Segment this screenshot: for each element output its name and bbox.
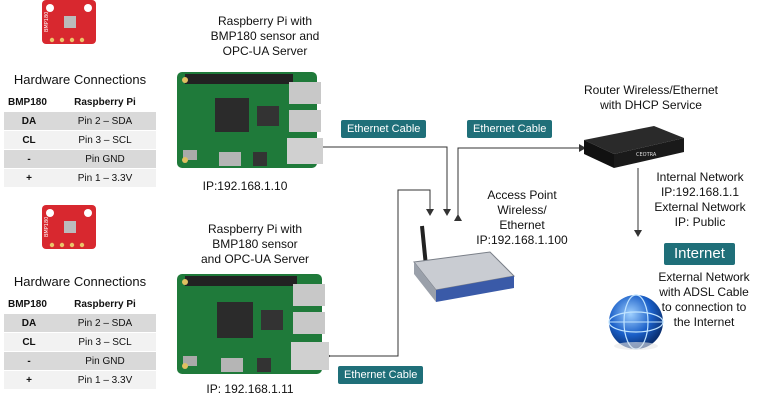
pi2-ip: IP: 192.168.1.11 <box>206 382 294 396</box>
table-cell: Pin 3 – SCL <box>54 130 156 150</box>
sensor-board-text: BMP180 <box>44 12 50 32</box>
table-cell: Pin GND <box>54 149 156 169</box>
sensor-board-text: BMP180 <box>44 217 50 237</box>
table-row: -Pin GND <box>4 149 156 169</box>
sensor-board-graphic: BMP180 <box>42 205 96 249</box>
hardware-connections-title-1: Hardware Connections <box>13 72 147 87</box>
table-row: +Pin 1 – 3.3V <box>4 370 156 389</box>
line-ap-router <box>454 144 586 221</box>
table-header: BMP180 <box>8 298 47 310</box>
line-pi2-ap <box>324 189 434 360</box>
access-point-device <box>410 222 516 306</box>
bmp180-sensor-board-2: BMP180 <box>38 205 100 253</box>
access-point-graphic <box>413 225 516 302</box>
ethernet-cable-label-3: Ethernet Cable <box>338 366 424 384</box>
table-row: +Pin 1 – 3.3V <box>4 168 156 187</box>
table-cell: CL <box>4 130 54 150</box>
table-cell: + <box>4 370 54 389</box>
ethernet-cable-label-1: Ethernet Cable <box>341 120 427 138</box>
raspberry-pi-graphic <box>177 274 329 374</box>
table-header: BMP180 <box>8 96 47 108</box>
table-header: Raspberry Pi <box>74 96 136 108</box>
line-pi1-ap <box>317 143 451 216</box>
internet-badge: Internet <box>664 243 735 265</box>
raspberry-pi-board-1 <box>175 68 325 172</box>
router-device: CEOTRA <box>578 120 688 172</box>
table-row: -Pin GND <box>4 351 156 371</box>
table-cell: Pin 1 – 3.3V <box>54 168 156 187</box>
globe-icon <box>604 290 668 354</box>
sensor-board-graphic: BMP180 <box>42 0 96 44</box>
table-cell: Pin 2 – SDA <box>54 313 156 333</box>
table-cell: + <box>4 168 54 187</box>
router-brand: CEOTRA <box>636 152 657 158</box>
raspberry-pi-graphic <box>177 72 323 168</box>
pi1-ip: IP:192.168.1.10 <box>202 179 288 193</box>
table-cell: Pin 2 – SDA <box>54 111 156 131</box>
globe-graphic <box>608 294 664 350</box>
table-cell: DA <box>4 111 54 131</box>
router-graphic: CEOTRA <box>584 126 684 168</box>
table-cell: DA <box>4 313 54 333</box>
table-cell: Pin 3 – SCL <box>54 332 156 352</box>
table-cell: CL <box>4 332 54 352</box>
table-header: Raspberry Pi <box>74 298 136 310</box>
bmp180-sensor-board-1: BMP180 <box>38 0 100 48</box>
table-cell: Pin 1 – 3.3V <box>54 370 156 389</box>
table-cell: - <box>4 149 54 169</box>
hardware-connections-title-2: Hardware Connections <box>13 274 147 289</box>
table-cell: Pin GND <box>54 351 156 371</box>
ethernet-cable-label-2: Ethernet Cable <box>467 120 553 138</box>
raspberry-pi-board-2 <box>175 270 330 378</box>
table-cell: - <box>4 351 54 371</box>
